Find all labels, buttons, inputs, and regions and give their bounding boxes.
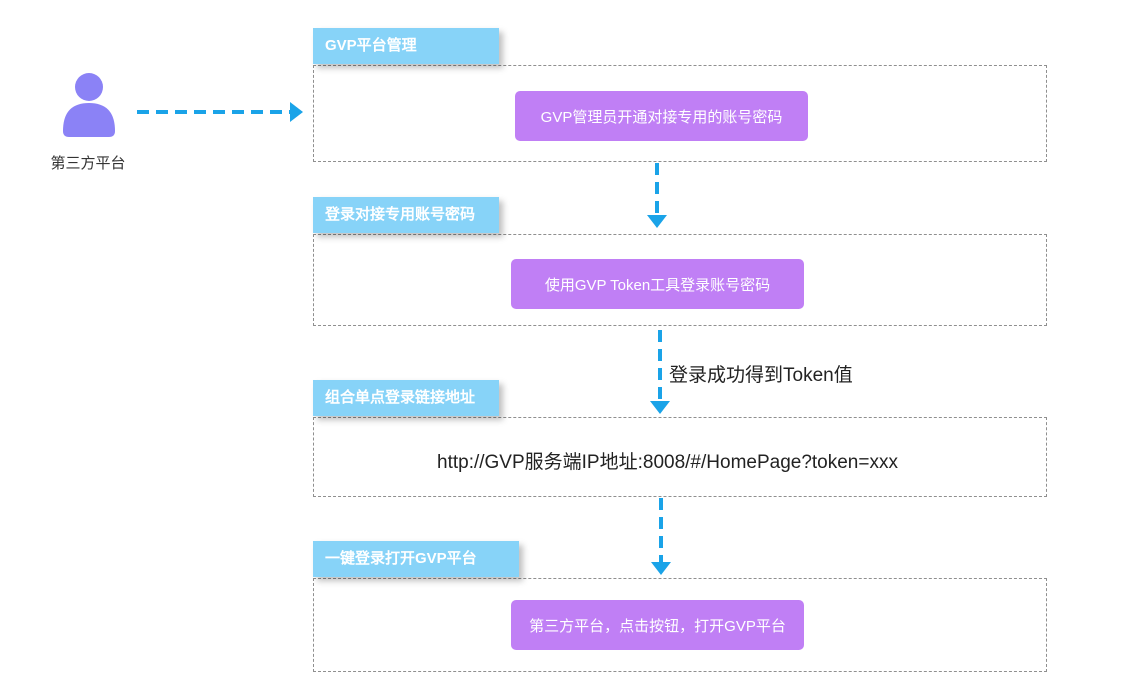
stage-3-box: [313, 417, 1047, 497]
person-icon: [61, 73, 117, 137]
stage-1-tab: GVP平台管理: [313, 28, 499, 64]
arrow-head-1: [647, 215, 667, 228]
arrow-head-3: [651, 562, 671, 575]
single-sign-on-url: http://GVP服务端IP地址:8008/#/HomePage?token=…: [437, 452, 898, 473]
connector-note: 登录成功得到Token值: [669, 365, 853, 386]
stage-1-box: [313, 65, 1047, 162]
stage-1-step: GVP管理员开通对接专用的账号密码: [515, 91, 808, 141]
stage-3-tab: 组合单点登录链接地址: [313, 380, 499, 416]
stage-4-tab: 一键登录打开GVP平台: [313, 541, 519, 577]
actor-arrow-head: [290, 102, 303, 122]
actor-label: 第三方平台: [50, 155, 126, 172]
stage-2-step: 使用GVP Token工具登录账号密码: [511, 259, 804, 309]
stage-4-step: 第三方平台，点击按钮，打开GVP平台: [511, 600, 804, 650]
arrow-head-2: [650, 401, 670, 414]
stage-2-box: [313, 234, 1047, 326]
stage-2-tab: 登录对接专用账号密码: [313, 197, 499, 233]
stage-4-box: [313, 578, 1047, 672]
